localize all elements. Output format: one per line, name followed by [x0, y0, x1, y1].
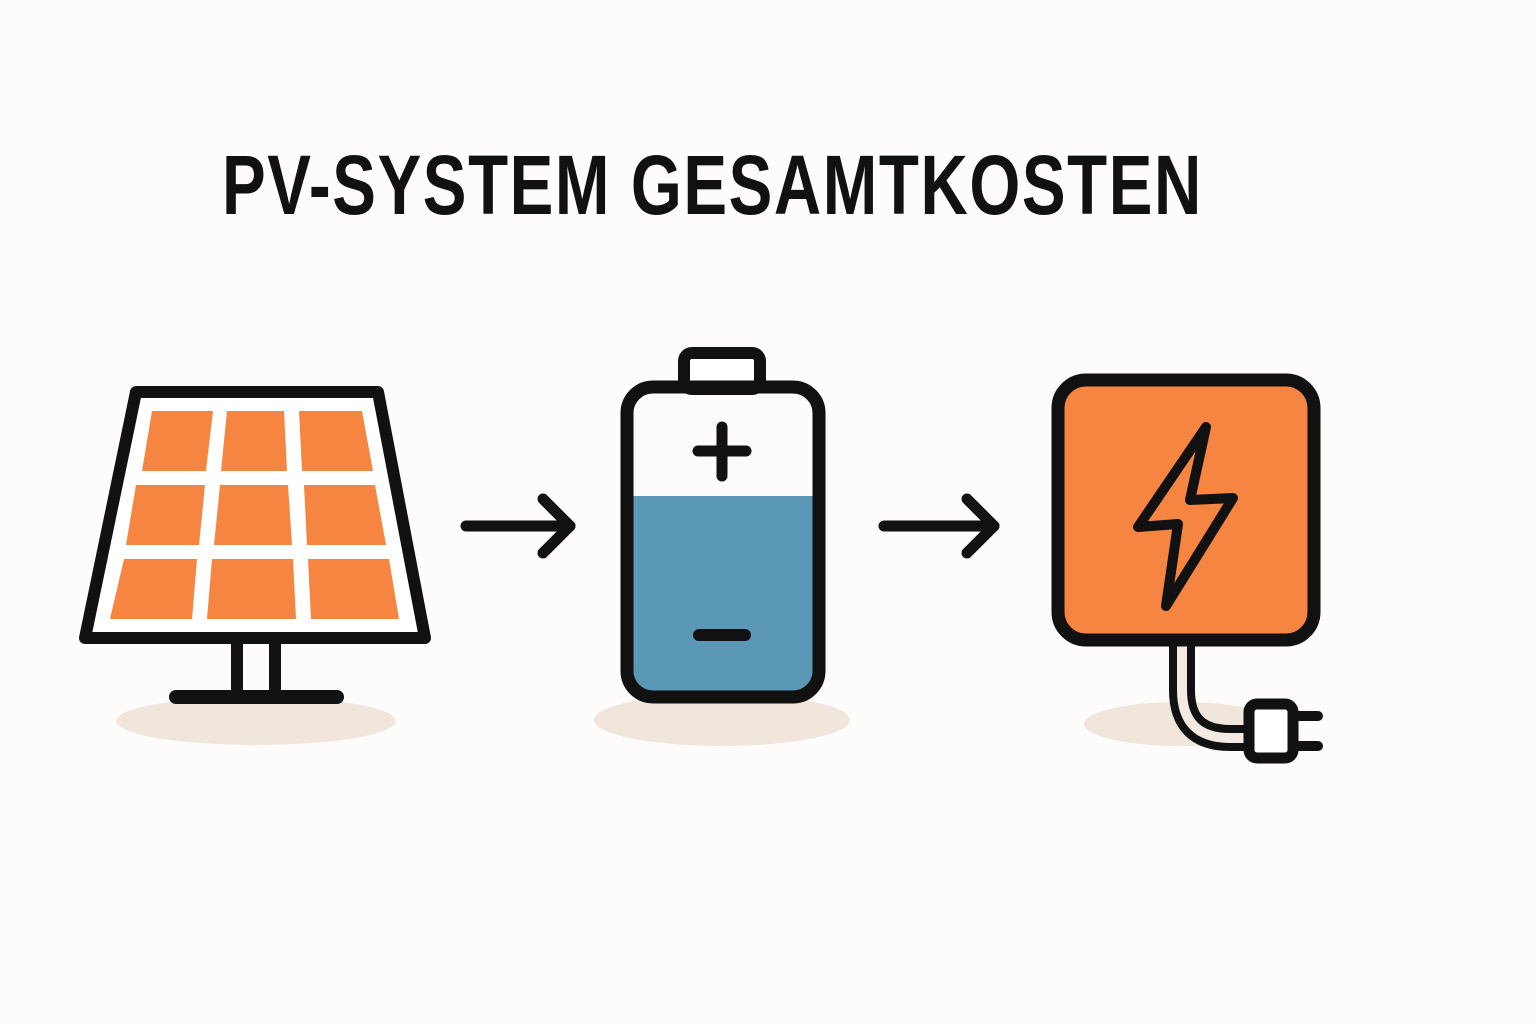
- plug-icon: [1243, 698, 1323, 764]
- solar-panel-shadow: [116, 697, 396, 745]
- plus-icon: [692, 421, 752, 482]
- power-outlet-icon: [1051, 373, 1323, 764]
- lightning-bolt-icon: [1133, 422, 1238, 611]
- arrow-right-icon: [878, 493, 1000, 559]
- battery-icon: [620, 347, 826, 704]
- arrow-right-icon: [460, 493, 576, 559]
- battery-shadow: [594, 694, 850, 746]
- solar-panel-icon: [79, 386, 431, 704]
